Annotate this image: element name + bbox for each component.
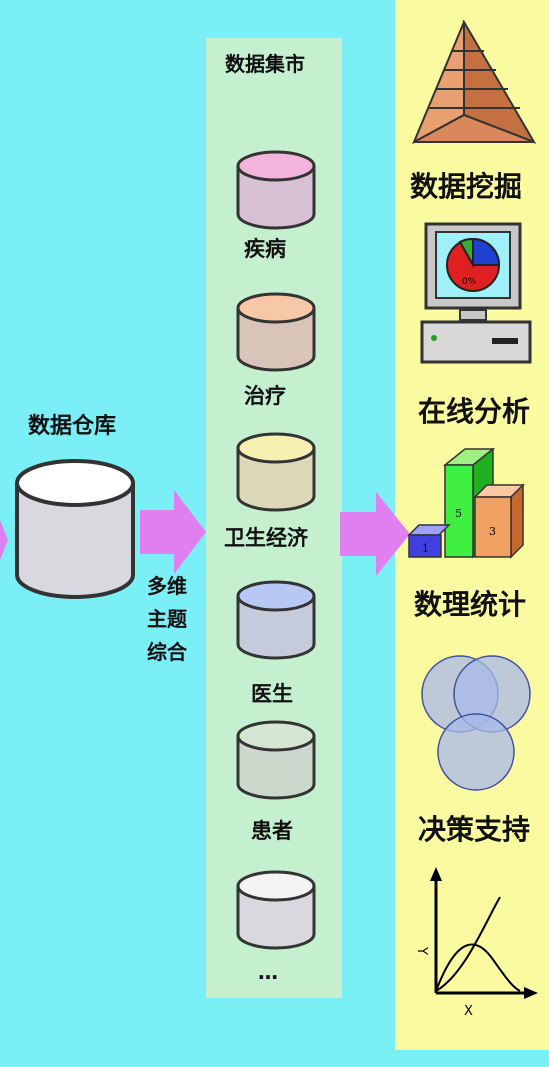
bar-label-1: 1 bbox=[422, 542, 429, 555]
decision-support-label: 决策支持 bbox=[418, 813, 531, 846]
bar-label-5: 5 bbox=[455, 507, 462, 520]
mart-label-disease: 疾病 bbox=[244, 237, 286, 261]
statistics-label: 数理统计 bbox=[414, 588, 527, 621]
axis-x-label: X bbox=[464, 1004, 473, 1019]
pie-percent-label: 0% bbox=[462, 277, 477, 287]
mart-label-doctor: 医生 bbox=[251, 682, 293, 706]
bar-label-3: 3 bbox=[489, 525, 496, 538]
pyramid-icon bbox=[412, 20, 536, 145]
mart-cylinder-treatment bbox=[236, 292, 316, 372]
computer-icon: 0% bbox=[420, 222, 532, 364]
mart-cylinder-disease bbox=[236, 150, 316, 230]
curve-graph-icon: Y X bbox=[414, 867, 538, 1019]
warehouse-to-mart-arrow bbox=[140, 490, 206, 574]
axis-y-label: Y bbox=[414, 946, 429, 955]
bar-chart-icon: 1 5 3 bbox=[407, 447, 525, 559]
mart-cylinder-more bbox=[236, 870, 316, 950]
data-mart-title: 数据集市 bbox=[225, 52, 305, 76]
warehouse-label: 数据仓库 bbox=[28, 414, 117, 439]
arrow-caption-line-1: 多维 bbox=[147, 574, 187, 598]
arrow-caption-line-3: 综合 bbox=[147, 640, 187, 664]
mart-label-treatment: 治疗 bbox=[244, 384, 286, 408]
mart-cylinder-patient bbox=[236, 720, 316, 800]
mart-to-tools-arrow bbox=[340, 492, 410, 576]
mart-label-patient: 患者 bbox=[251, 819, 293, 843]
mart-label-health-economy: 卫生经济 bbox=[224, 526, 308, 550]
incoming-arrow bbox=[0, 520, 8, 560]
mart-cylinder-health-economy bbox=[236, 432, 316, 512]
venn-diagram-icon bbox=[421, 655, 531, 791]
arrow-caption-line-2: 主题 bbox=[147, 607, 187, 631]
mart-cylinder-doctor bbox=[236, 580, 316, 660]
data-mining-label: 数据挖掘 bbox=[410, 170, 523, 203]
mart-label-more: … bbox=[258, 960, 278, 984]
olap-label: 在线分析 bbox=[418, 395, 531, 428]
warehouse-cylinder bbox=[15, 459, 135, 599]
